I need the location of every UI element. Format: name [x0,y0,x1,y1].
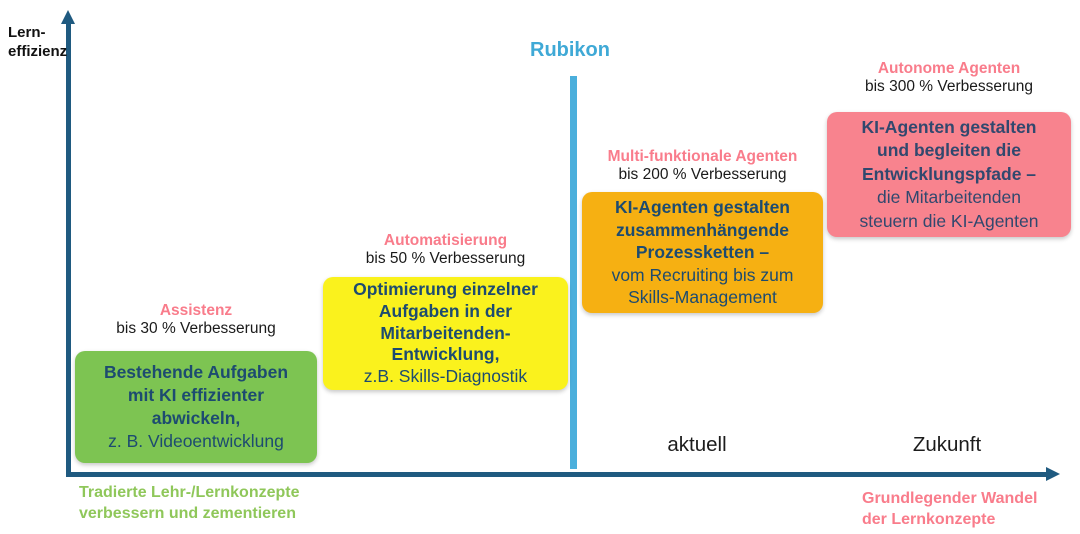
y-axis-arrowhead-icon [61,10,75,24]
box-text-line: abwickeln, [151,408,241,428]
x-axis-line [66,472,1050,477]
footer-left-line2: verbessern und zementieren [79,504,296,522]
y-axis-label: Lern- effizienz [8,23,67,61]
x-axis-arrowhead-icon [1046,467,1060,481]
stage-label-assistenz: Assistenz bis 30 % Verbesserung [75,302,317,338]
y-axis-line [66,23,71,474]
box-text-line: die Mitarbeitenden [877,187,1021,208]
footer-left-text: Tradierte Lehr-/Lernkonzepte verbessern … [79,483,300,524]
stage-label-autonome-agenten: Autonome Agenten bis 300 % Verbesserung [817,60,1080,96]
box-text-line: z. B. Videoentwicklung [108,431,284,451]
timeline-label-zukunft: Zukunft [912,433,982,456]
box-text-line: Mitarbeitenden- [380,322,511,343]
box-text-line: Prozessketten – [635,242,770,263]
box-text-line: Entwicklung, [391,344,500,365]
footer-right-line1: Grundlegender Wandel [862,490,1038,507]
box-text-line: Skills-Management [628,287,777,308]
stage-label-multifunktionale-agenten: Multi-funktionale Agenten bis 200 % Verb… [572,148,833,184]
footer-right-text: Grundlegender Wandel der Lernkonzepte [862,489,1037,530]
box-text-line: Aufgaben in der [378,300,513,321]
box-text-line: vom Recruiting bis zum [611,264,794,285]
box-text-line: Bestehende Aufgaben [103,362,289,382]
stage-label-automatisierung: Automatisierung bis 50 % Verbesserung [323,232,568,268]
box-text-line: und begleiten die [877,140,1021,161]
stage-name: Automatisierung [383,232,508,249]
y-axis-label-line1: Lern- [8,24,46,41]
footer-left-line1: Tradierte Lehr-/Lernkonzepte [79,484,300,501]
stage-name: Autonome Agenten [877,60,1021,77]
stage-name: Multi-funktionale Agenten [607,148,798,165]
y-axis-label-line2: effizienz [8,43,68,60]
box-text-line: z.B. Skills-Diagnostik [363,366,528,387]
footer-right-line2: der Lernkonzepte [862,510,996,528]
stage-box-multifunktionale-agenten: KI-Agenten gestalten zusammenhängende Pr… [582,192,823,313]
box-text-line: Entwicklungspfade – [861,163,1037,184]
stage-name: Assistenz [159,302,233,319]
timeline-label-aktuell: aktuell [667,433,727,456]
box-text-line: mit KI effizienter [127,385,265,405]
box-text-line: steuern die KI-Agenten [859,210,1039,231]
stage-improvement: bis 30 % Verbesserung [116,320,276,337]
stage-box-automatisierung: Optimierung einzelner Aufgaben in der Mi… [323,277,568,390]
box-text-line: Optimierung einzelner [353,279,538,299]
box-text-line: zusammenhängende [615,219,790,240]
stage-box-assistenz: Bestehende Aufgaben mit KI effizienter a… [75,351,317,463]
stage-improvement: bis 50 % Verbesserung [365,250,526,267]
box-text-line: KI-Agenten gestalten [614,197,791,218]
box-text-line: KI-Agenten gestalten [861,116,1037,137]
rubikon-line [570,76,577,469]
rubikon-label: Rubikon [530,39,610,61]
stage-improvement: bis 200 % Verbesserung [618,166,787,183]
stage-box-autonome-agenten: KI-Agenten gestalten und begleiten die E… [827,112,1071,237]
stage-improvement: bis 300 % Verbesserung [864,78,1034,95]
